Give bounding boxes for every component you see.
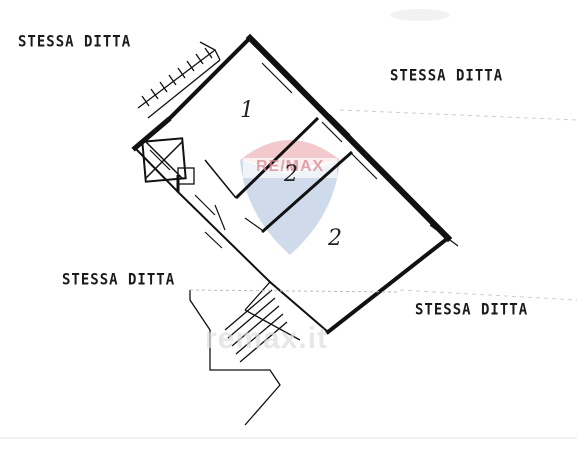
room-number-a: 1 (240, 98, 254, 123)
label-stessa-ditta-bottom-right: STESSA DITTA (415, 300, 529, 320)
room-number-c: 2 (328, 226, 342, 251)
room-number-b: 2 (284, 162, 298, 187)
lower-stair (189, 281, 401, 426)
remax-site-watermark: remax.it (205, 322, 329, 355)
label-stessa-ditta-top-left: STESSA DITTA (18, 32, 132, 52)
boundary-lines (339, 109, 577, 301)
remax-brand-text: RE/MAX (256, 158, 325, 175)
entry-marks (194, 194, 263, 249)
upper-stair (137, 41, 221, 119)
scan-smudge (390, 9, 450, 21)
label-stessa-ditta-mid-left: STESSA DITTA (62, 270, 176, 290)
shaft-box (141, 137, 195, 185)
main-building (131, 33, 453, 335)
label-stessa-ditta-top-right: STESSA DITTA (390, 66, 504, 86)
window-marks (149, 54, 459, 247)
